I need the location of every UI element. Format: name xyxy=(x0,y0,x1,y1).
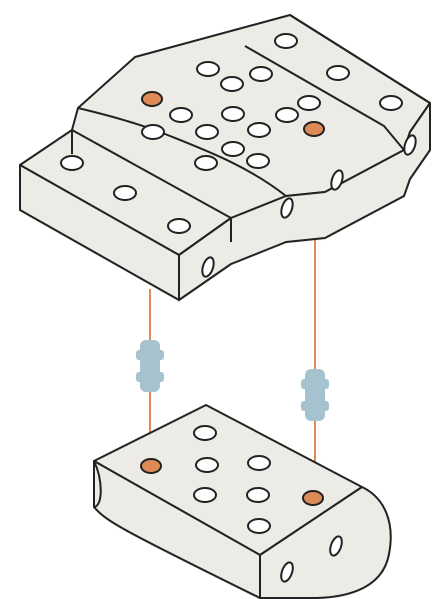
lower-side-hole-1 xyxy=(280,561,294,583)
upper-hole-r2c3 xyxy=(220,76,244,92)
upper-hole-left3 xyxy=(167,218,191,234)
wire-assembly xyxy=(136,226,329,497)
right-connector xyxy=(301,369,329,421)
upper-block xyxy=(19,14,431,301)
lower-highlight-hole-right xyxy=(302,490,324,506)
lower-side-holes xyxy=(280,535,343,583)
upper-highlight-hole-left xyxy=(141,91,163,107)
upper-hole-r2c6 xyxy=(297,95,321,111)
upper-step-curve xyxy=(77,107,287,197)
lower-block xyxy=(93,404,392,599)
upper-side-hole-2 xyxy=(280,197,294,219)
upper-hole-r1c2 xyxy=(249,66,273,82)
upper-step-right-lower xyxy=(289,14,431,104)
upper-hole-r3c3 xyxy=(247,122,271,138)
upper-hole-r4c3 xyxy=(246,153,270,169)
upper-hole-r1c1 xyxy=(196,61,220,77)
upper-hole-r3c1 xyxy=(141,124,165,140)
upper-hole-r4c2 xyxy=(221,141,245,157)
upper-highlight-hole-right xyxy=(303,121,325,137)
upper-block-side-face xyxy=(178,102,431,301)
lower-hole-1 xyxy=(193,425,217,441)
upper-hole-left1 xyxy=(60,155,84,171)
upper-hole-r2c5 xyxy=(275,107,299,123)
lower-block-curve xyxy=(93,460,102,508)
upper-step-right xyxy=(244,45,405,151)
upper-side-hole-4 xyxy=(403,134,417,156)
upper-hole-r1c4 xyxy=(326,65,350,81)
upper-hole-r3c2 xyxy=(195,124,219,140)
upper-hole-r2c4 xyxy=(221,106,245,122)
lower-side-hole-2 xyxy=(329,535,343,557)
lower-block-side-face xyxy=(93,460,261,599)
upper-top-holes xyxy=(60,33,403,234)
upper-step-left xyxy=(71,129,232,219)
lower-highlight-hole-left xyxy=(140,458,162,474)
upper-hole-r4c1 xyxy=(194,155,218,171)
lower-hole-3 xyxy=(247,455,271,471)
upper-hole-r2c2 xyxy=(169,107,193,123)
upper-side-hole-1 xyxy=(201,256,215,278)
upper-hole-r1c5 xyxy=(379,95,403,111)
upper-hole-left2 xyxy=(113,185,137,201)
upper-side-hole-3 xyxy=(330,169,344,191)
lower-hole-5 xyxy=(246,487,270,503)
lower-hole-6 xyxy=(247,518,271,534)
upper-hole-r1c3 xyxy=(274,33,298,49)
lower-top-holes xyxy=(193,425,271,534)
lower-hole-4 xyxy=(193,487,217,503)
lower-hole-2 xyxy=(195,457,219,473)
upper-side-holes xyxy=(201,134,417,278)
left-connector xyxy=(136,340,164,392)
